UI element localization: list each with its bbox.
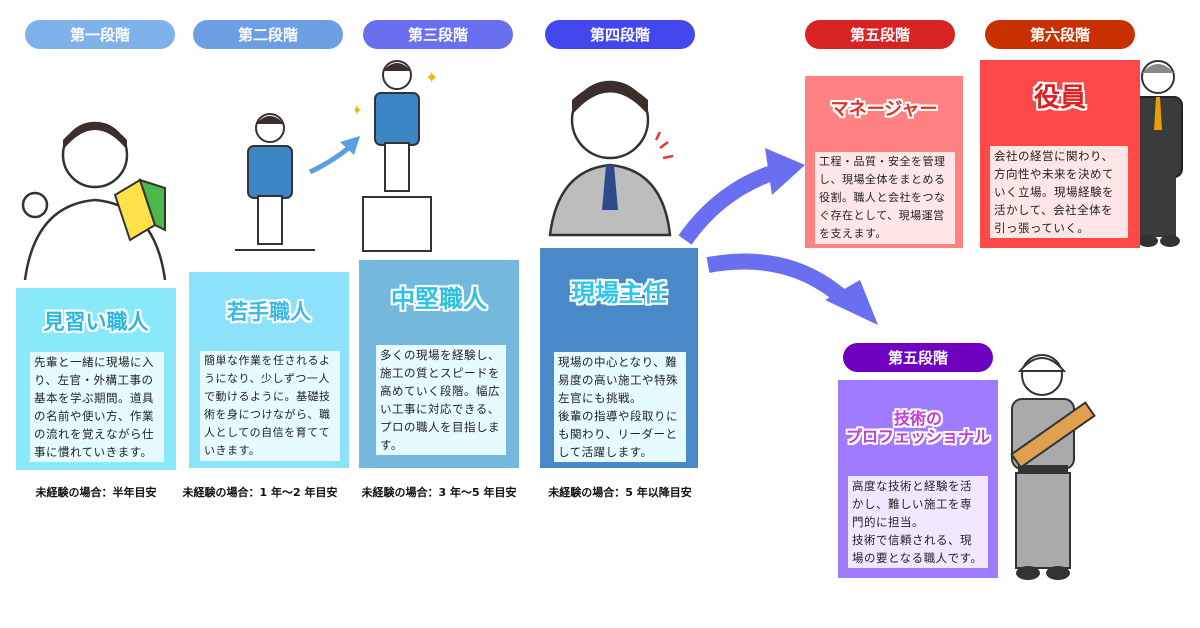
stage-1-title: 見習い職人	[43, 310, 149, 334]
stage-5-tech-pill: 第五段階	[843, 343, 993, 372]
craftsman-illustration	[1010, 354, 1096, 580]
arrow-head	[765, 148, 805, 195]
stage-1-footer: 未経験の場合：半年目安	[35, 486, 157, 499]
stage-3-card: 中堅職人 多くの現場を経験し、 施工の質とスピードを 高めていく段階。幅広 い工…	[359, 260, 519, 468]
tech-professional-description: 高度な技術と経験を活 かし、難しい施工を専 門的に担当。 技術で信頼される、現 …	[848, 476, 988, 568]
stage-3-footer: 未経験の場合：3 年〜5 年目安	[361, 486, 517, 499]
arrow-head	[825, 280, 878, 325]
stage-4-footer: 未経験の場合：5 年以降目安	[548, 486, 692, 499]
stage-3-title: 中堅職人	[391, 285, 487, 313]
svg-text:✦: ✦	[355, 103, 363, 119]
stage-2-pill: 第二段階	[193, 20, 343, 49]
arrow-head	[340, 136, 360, 155]
executive-description: 会社の経営に関わり、 方向性や未来を決めて いく立場。現場経験を 活かして、会社…	[990, 146, 1128, 238]
manager-description: 工程・品質・安全を管理 し、現場全体をまとめる 役割。職人と会社をつな ぐ存在と…	[815, 152, 955, 244]
stage-3-pill: 第三段階	[363, 20, 513, 49]
stage-2-card: 若手職人 簡単な作業を任されるよ うになり、少しずつ一人 で動けるように。基礎技…	[189, 272, 349, 468]
arrow-to-manager	[678, 164, 778, 245]
mid-worker-illustration: ✦ ✦	[355, 60, 438, 252]
stage-2-title: 若手職人	[227, 300, 311, 324]
stage-6-pill: 第六段階	[985, 20, 1135, 49]
stage-1-pill: 第一段階	[25, 20, 175, 49]
manager-card: マネージャー 工程・品質・安全を管理 し、現場全体をまとめる 役割。職人と会社を…	[805, 76, 963, 248]
stage-4-description: 現場の中心となり、難 易度の高い施工や特殊 左官にも挑戦。 後輩の指導や段取りに…	[554, 352, 686, 462]
stage-2-description: 簡単な作業を任されるよ うになり、少しずつ一人 で動けるように。基礎技 術を身に…	[200, 351, 340, 461]
stage-1-description: 先輩と一緒に現場に入 り、左官・外構工事の 基本を学ぶ期間。道具 の名前や使い方…	[30, 352, 164, 462]
young-worker-illustration	[235, 113, 315, 251]
manager-title: マネージャー	[830, 99, 938, 120]
executive-card: 役員 会社の経営に関わり、 方向性や未来を決めて いく立場。現場経験を 活かして…	[980, 60, 1140, 248]
tech-professional-title: 技術の プロフェッショナル	[845, 409, 990, 447]
stage-4-pill: 第四段階	[545, 20, 695, 49]
executive-title: 役員	[1033, 83, 1086, 113]
stage-5-manager-pill: 第五段階	[805, 20, 955, 49]
stage-2-footer: 未経験の場合：1 年〜2 年目安	[182, 486, 338, 499]
stage-4-title: 現場主任	[571, 279, 667, 307]
stage-3-description: 多くの現場を経験し、 施工の質とスピードを 高めていく段階。幅広 い工事に対応で…	[376, 345, 506, 455]
tech-professional-card: 技術の プロフェッショナル 高度な技術と経験を活 かし、難しい施工を専 門的に担…	[838, 380, 998, 578]
stage-4-card: 現場主任 現場の中心となり、難 易度の高い施工や特殊 左官にも挑戦。 後輩の指導…	[540, 248, 698, 468]
executive-illustration	[1133, 60, 1183, 247]
arrow-to-tech	[706, 253, 851, 307]
svg-text:✦: ✦	[425, 68, 438, 87]
stage-1-card: 見習い職人 先輩と一緒に現場に入 り、左官・外構工事の 基本を学ぶ期間。道具 の…	[16, 288, 176, 470]
apprentice-illustration	[21, 121, 167, 280]
foreman-illustration	[548, 80, 674, 237]
